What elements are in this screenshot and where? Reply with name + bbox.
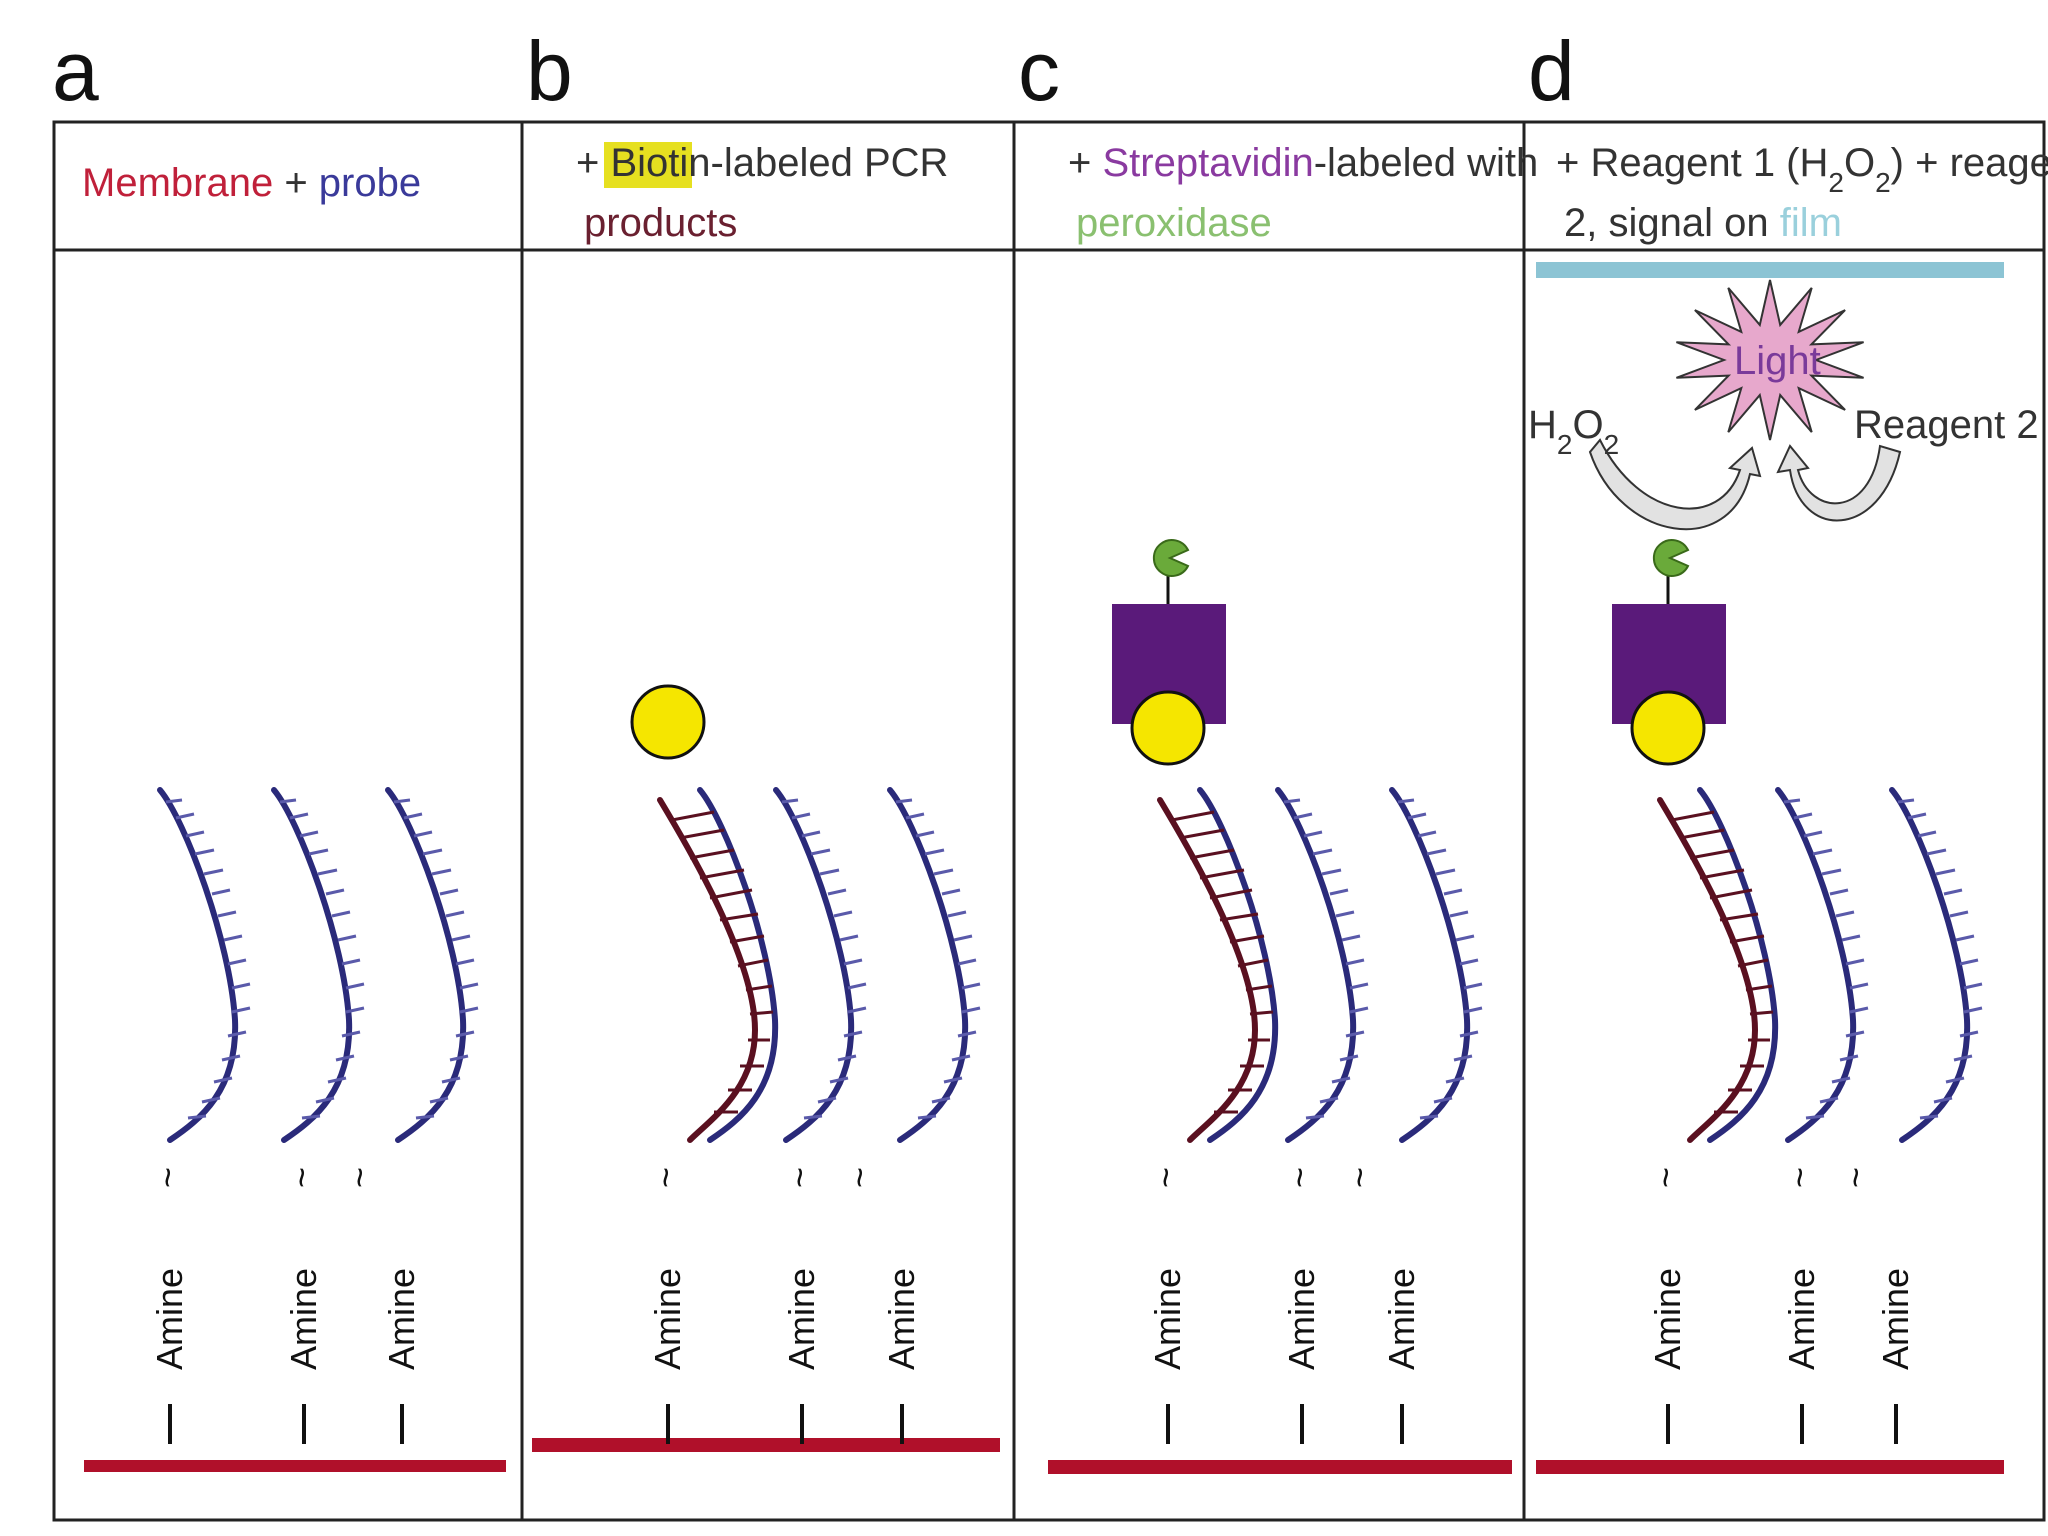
header-run: + Reagent 1 (H — [1556, 141, 1828, 185]
biotin-icon — [1130, 690, 1206, 766]
header-run: 2 — [1875, 167, 1891, 198]
tilde-mark: ~ — [1279, 1167, 1320, 1188]
h2o2-part: H — [1528, 403, 1557, 447]
panel-d: d+ Reagent 1 (H2O2) + reagent2, signal o… — [1528, 24, 2048, 1474]
tilde-mark: ~ — [1145, 1167, 1186, 1188]
header-run: -labeled with — [1314, 141, 1539, 185]
diagram-frame — [52, 120, 2046, 1522]
header-run: peroxidase — [1076, 201, 1272, 245]
header-run: film — [1780, 201, 1842, 245]
header-line1: + Streptavidin-labeled with — [1068, 141, 1538, 185]
amine-label: Amine — [1381, 1268, 1422, 1370]
header-run: Membrane — [82, 161, 273, 205]
tilde-mark: ~ — [1779, 1167, 1820, 1188]
membrane-bar — [1048, 1460, 1512, 1474]
membrane-bar — [532, 1438, 1000, 1452]
tilde-mark: ~ — [839, 1167, 880, 1188]
h2o2-label: H2O2 — [1528, 403, 1619, 460]
header-run: O — [1844, 141, 1875, 185]
amine-label: Amine — [1147, 1268, 1188, 1370]
amine-label: Amine — [647, 1268, 688, 1370]
panel-letter: d — [1528, 24, 1575, 118]
membrane-bar — [1536, 1460, 2004, 1474]
peroxidase-icon — [1652, 539, 1690, 577]
header-line1: + Biotin-labeled PCR — [576, 141, 948, 185]
light-starburst-icon — [1676, 279, 1864, 441]
tilde-mark: ~ — [1645, 1167, 1686, 1188]
panel-letter: c — [1018, 24, 1060, 118]
amine-label: Amine — [1281, 1268, 1322, 1370]
probe-strand — [1778, 790, 1868, 1140]
amine-label: Amine — [283, 1268, 324, 1370]
header-line2: 2, signal on film — [1564, 201, 1842, 245]
header-run: ) + reagent — [1891, 141, 2048, 185]
probe-strand — [1392, 790, 1482, 1140]
curved-arrow-icon — [1776, 444, 1902, 522]
header-run: 2 — [1828, 167, 1844, 198]
header-line1: Membrane + probe — [82, 161, 421, 205]
hybridized-pcr-strand — [660, 790, 775, 1140]
hybridized-pcr-strand — [1660, 790, 1775, 1140]
probe-strand — [388, 790, 478, 1140]
tilde-mark: ~ — [339, 1167, 380, 1188]
h2o2-part: 2 — [1557, 429, 1573, 460]
h2o2-part: 2 — [1604, 429, 1620, 460]
header-run: + — [1068, 141, 1102, 185]
header-line2: peroxidase — [1076, 201, 1272, 245]
h2o2-part: O — [1572, 403, 1603, 447]
biotin-icon — [630, 684, 706, 760]
peroxidase-icon — [1152, 539, 1190, 577]
amine-label: Amine — [1647, 1268, 1688, 1370]
header-line1: + Reagent 1 (H2O2) + reagent — [1556, 141, 2048, 198]
highlighted-term: Biotin — [610, 141, 710, 185]
tilde-mark: ~ — [147, 1167, 188, 1188]
header-run: products — [584, 201, 737, 245]
amine-label: Amine — [149, 1268, 190, 1370]
tilde-mark: ~ — [779, 1167, 820, 1188]
probe-strand — [160, 790, 250, 1140]
header-run: probe — [319, 161, 421, 205]
amine-label: Amine — [781, 1268, 822, 1370]
light-label: Light — [1734, 339, 1821, 383]
probe-strand — [890, 790, 980, 1140]
amine-label: Amine — [881, 1268, 922, 1370]
header-run: Streptavidin — [1102, 141, 1313, 185]
probe-strand — [1892, 790, 1982, 1140]
probe-strand — [776, 790, 866, 1140]
amine-label: Amine — [1875, 1268, 1916, 1370]
biotin-highlight — [604, 142, 692, 188]
curved-arrow-icon — [1588, 438, 1762, 531]
header-run: + — [576, 141, 610, 185]
reagent2-label: Reagent 2 — [1854, 403, 2039, 447]
biotin-icon — [1630, 690, 1706, 766]
panel-c: c+ Streptavidin-labeled with peroxidaseAm… — [1018, 24, 1538, 1474]
header-run: -labeled PCR — [711, 141, 949, 185]
header-run: 2, signal on — [1564, 201, 1780, 245]
tilde-mark: ~ — [1339, 1167, 1380, 1188]
amine-label: Amine — [1781, 1268, 1822, 1370]
amine-label: Amine — [381, 1268, 422, 1370]
header-line2: products — [584, 201, 737, 245]
probe-strand — [274, 790, 364, 1140]
panel-letter: a — [52, 24, 99, 118]
membrane-bar — [84, 1460, 506, 1472]
tilde-mark: ~ — [1835, 1167, 1876, 1188]
probe-strand — [1278, 790, 1368, 1140]
tilde-mark: ~ — [645, 1167, 686, 1188]
panel-letter: b — [526, 24, 573, 118]
film-bar — [1536, 262, 2004, 278]
tilde-mark: ~ — [281, 1167, 322, 1188]
header-run: + — [273, 161, 319, 205]
hybridized-pcr-strand — [1160, 790, 1275, 1140]
